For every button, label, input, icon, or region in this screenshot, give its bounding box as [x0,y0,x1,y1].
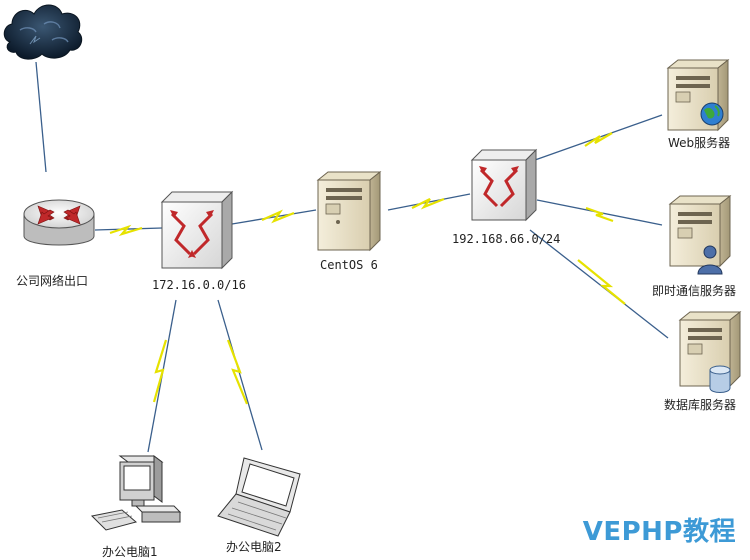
link-gateway-switch-office [94,224,163,237]
user-icon [697,245,723,275]
desktop-computer-icon [90,455,182,531]
cloud-icon [3,4,83,60]
watermark-text: VEPHP教程 [582,517,736,547]
centos-label: CentOS 6 [320,258,378,272]
gateway-label: 公司网络出口 [16,274,89,288]
server-subnet-label: 192.168.66.0/24 [452,232,561,246]
link-switch-server-im [536,199,663,226]
office-subnet-label: 172.16.0.0/16 [152,278,246,292]
link-switch-server-db [529,229,669,339]
switch-icon [470,148,538,222]
link-switch-office-pc1 [147,299,177,453]
web-server-label: Web服务器 [668,136,731,150]
router-icon [23,199,95,246]
web-server-icon [666,58,730,132]
database-icon [709,365,731,393]
database-server-icon [678,310,742,393]
link-switch-server-web [534,114,663,161]
link-centos-switch-server [387,193,471,211]
im-server-icon [668,194,732,275]
link-internet-gateway [35,61,47,173]
pc1-label: 办公电脑1 [102,545,158,559]
im-server-label: 即时通信服务器 [652,284,737,298]
link-switch-office-pc2 [217,299,263,451]
laptop-icon [217,457,301,537]
server-icon [316,170,382,252]
database-server-label: 数据库服务器 [664,398,737,412]
globe-icon [700,102,724,126]
switch-icon [160,190,234,270]
link-switch-office-centos [231,209,317,225]
pc2-label: 办公电脑2 [226,540,282,554]
